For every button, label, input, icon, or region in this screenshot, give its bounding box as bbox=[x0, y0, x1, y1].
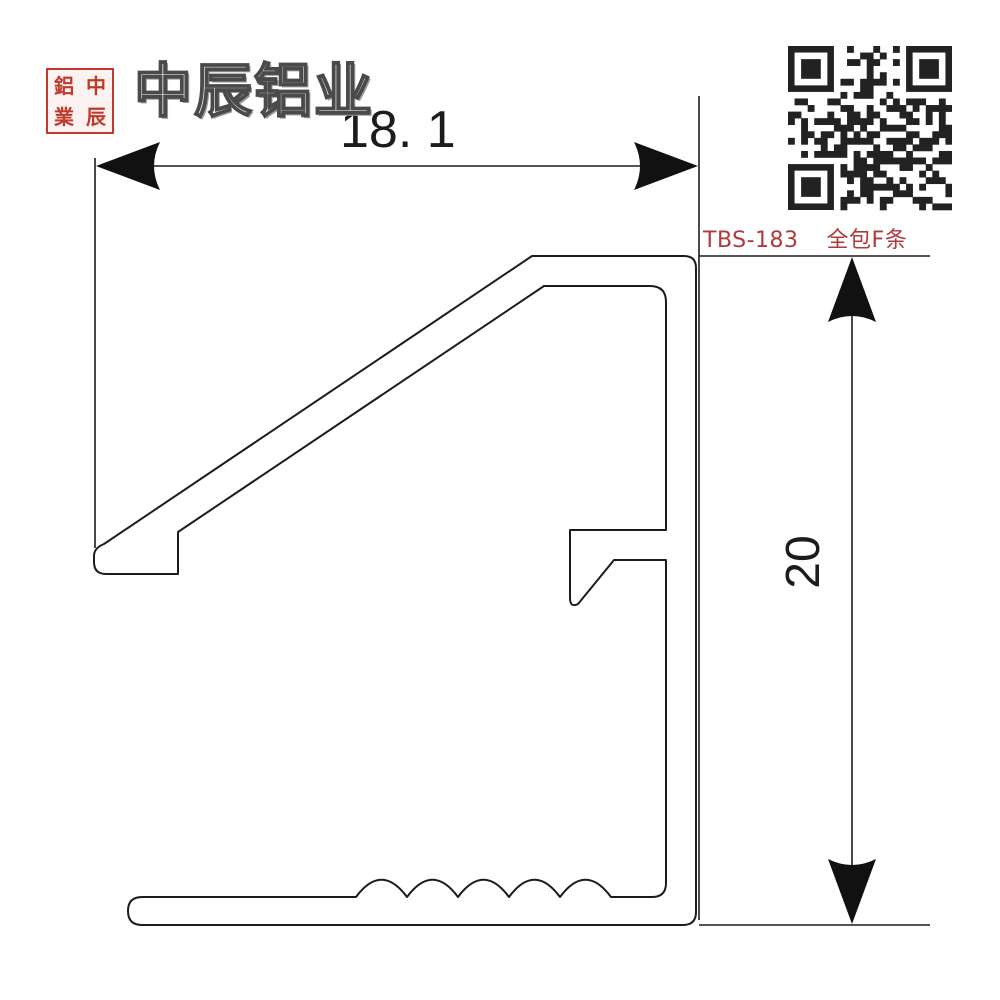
seal-char: 業 bbox=[54, 104, 74, 129]
product-model: TBS-183 bbox=[703, 228, 799, 253]
height-arrow-bottom bbox=[828, 859, 876, 924]
seal-char: 鋁 bbox=[54, 73, 74, 98]
height-dimension-label: 20 bbox=[777, 535, 830, 589]
product-name: 全包F条 bbox=[826, 228, 908, 253]
seal-char: 中 bbox=[86, 73, 106, 98]
brand-name: 中辰铝业 bbox=[133, 57, 375, 125]
width-arrow-right bbox=[634, 142, 698, 190]
seal-char: 辰 bbox=[86, 104, 106, 129]
profile-outline bbox=[93, 255, 697, 926]
height-arrow-top bbox=[828, 257, 876, 322]
qr-code-icon bbox=[788, 46, 952, 211]
width-dimension-label: 18. 1 bbox=[340, 101, 456, 159]
company-seal: 鋁 中 業 辰 bbox=[46, 68, 114, 134]
width-arrow-left bbox=[96, 142, 160, 190]
product-caption: TBS-183 全包F条 bbox=[703, 230, 907, 252]
